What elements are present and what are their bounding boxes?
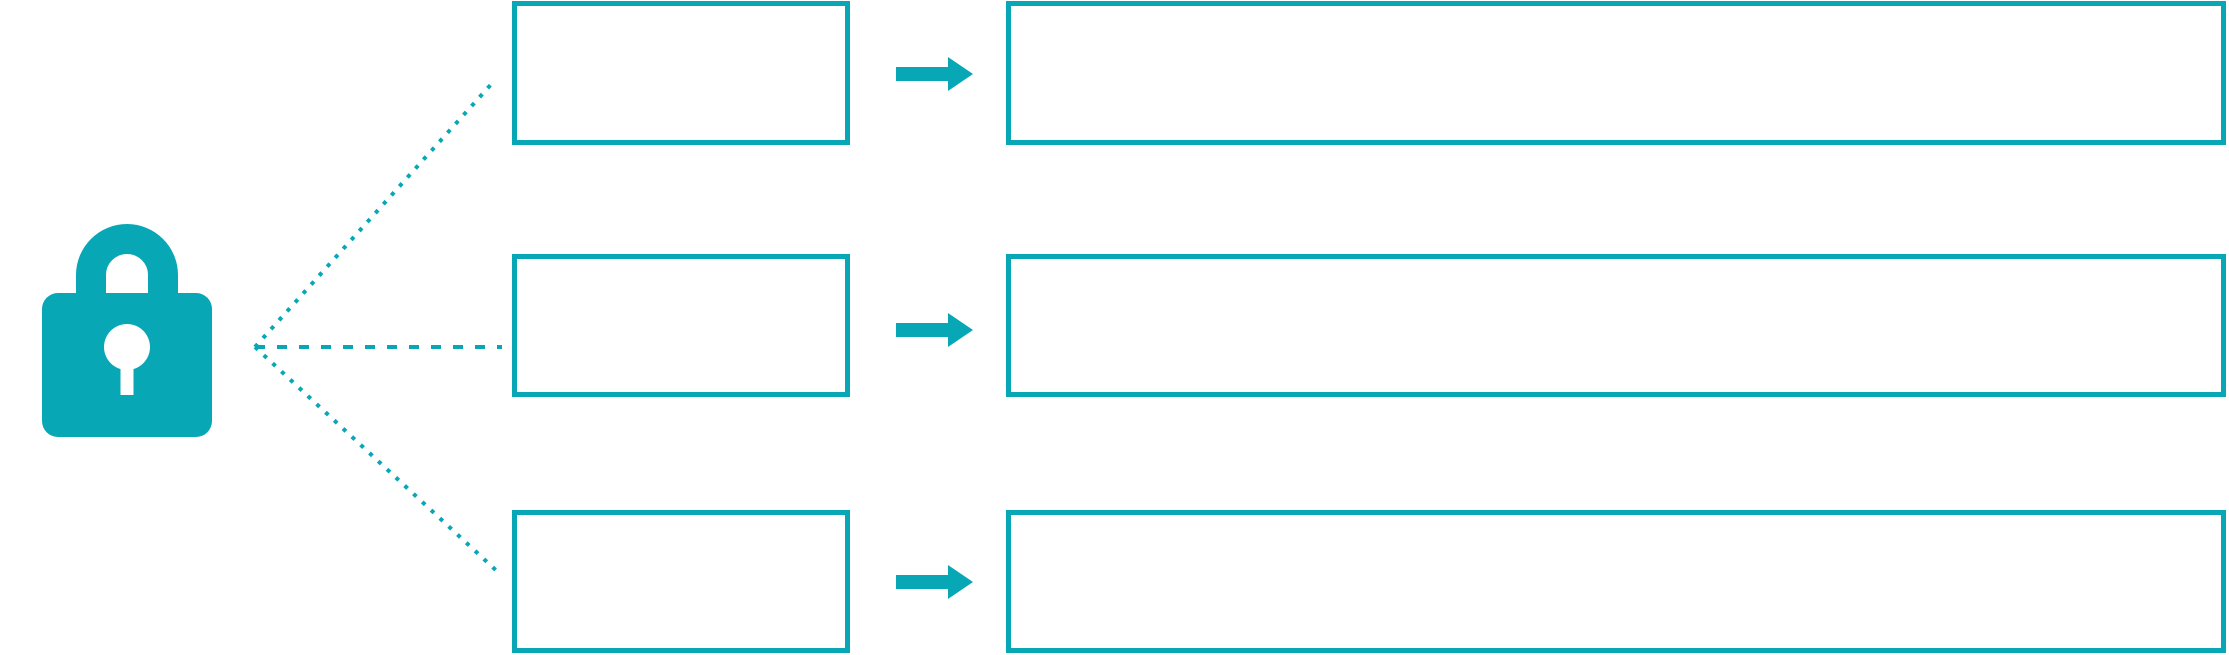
source-box-1 [512,1,850,145]
source-box-3 [512,510,850,653]
source-box-2 [512,254,850,397]
arrow-right-icon [896,56,974,92]
target-box-3 [1006,510,2226,653]
arrow-right-icon [896,564,974,600]
target-box-2 [1006,254,2226,397]
lock-icon [38,215,216,441]
connector-line-top [253,78,497,349]
connector-line-bottom [253,345,502,576]
target-box-1 [1006,1,2226,145]
arrow-right-icon [896,312,974,348]
